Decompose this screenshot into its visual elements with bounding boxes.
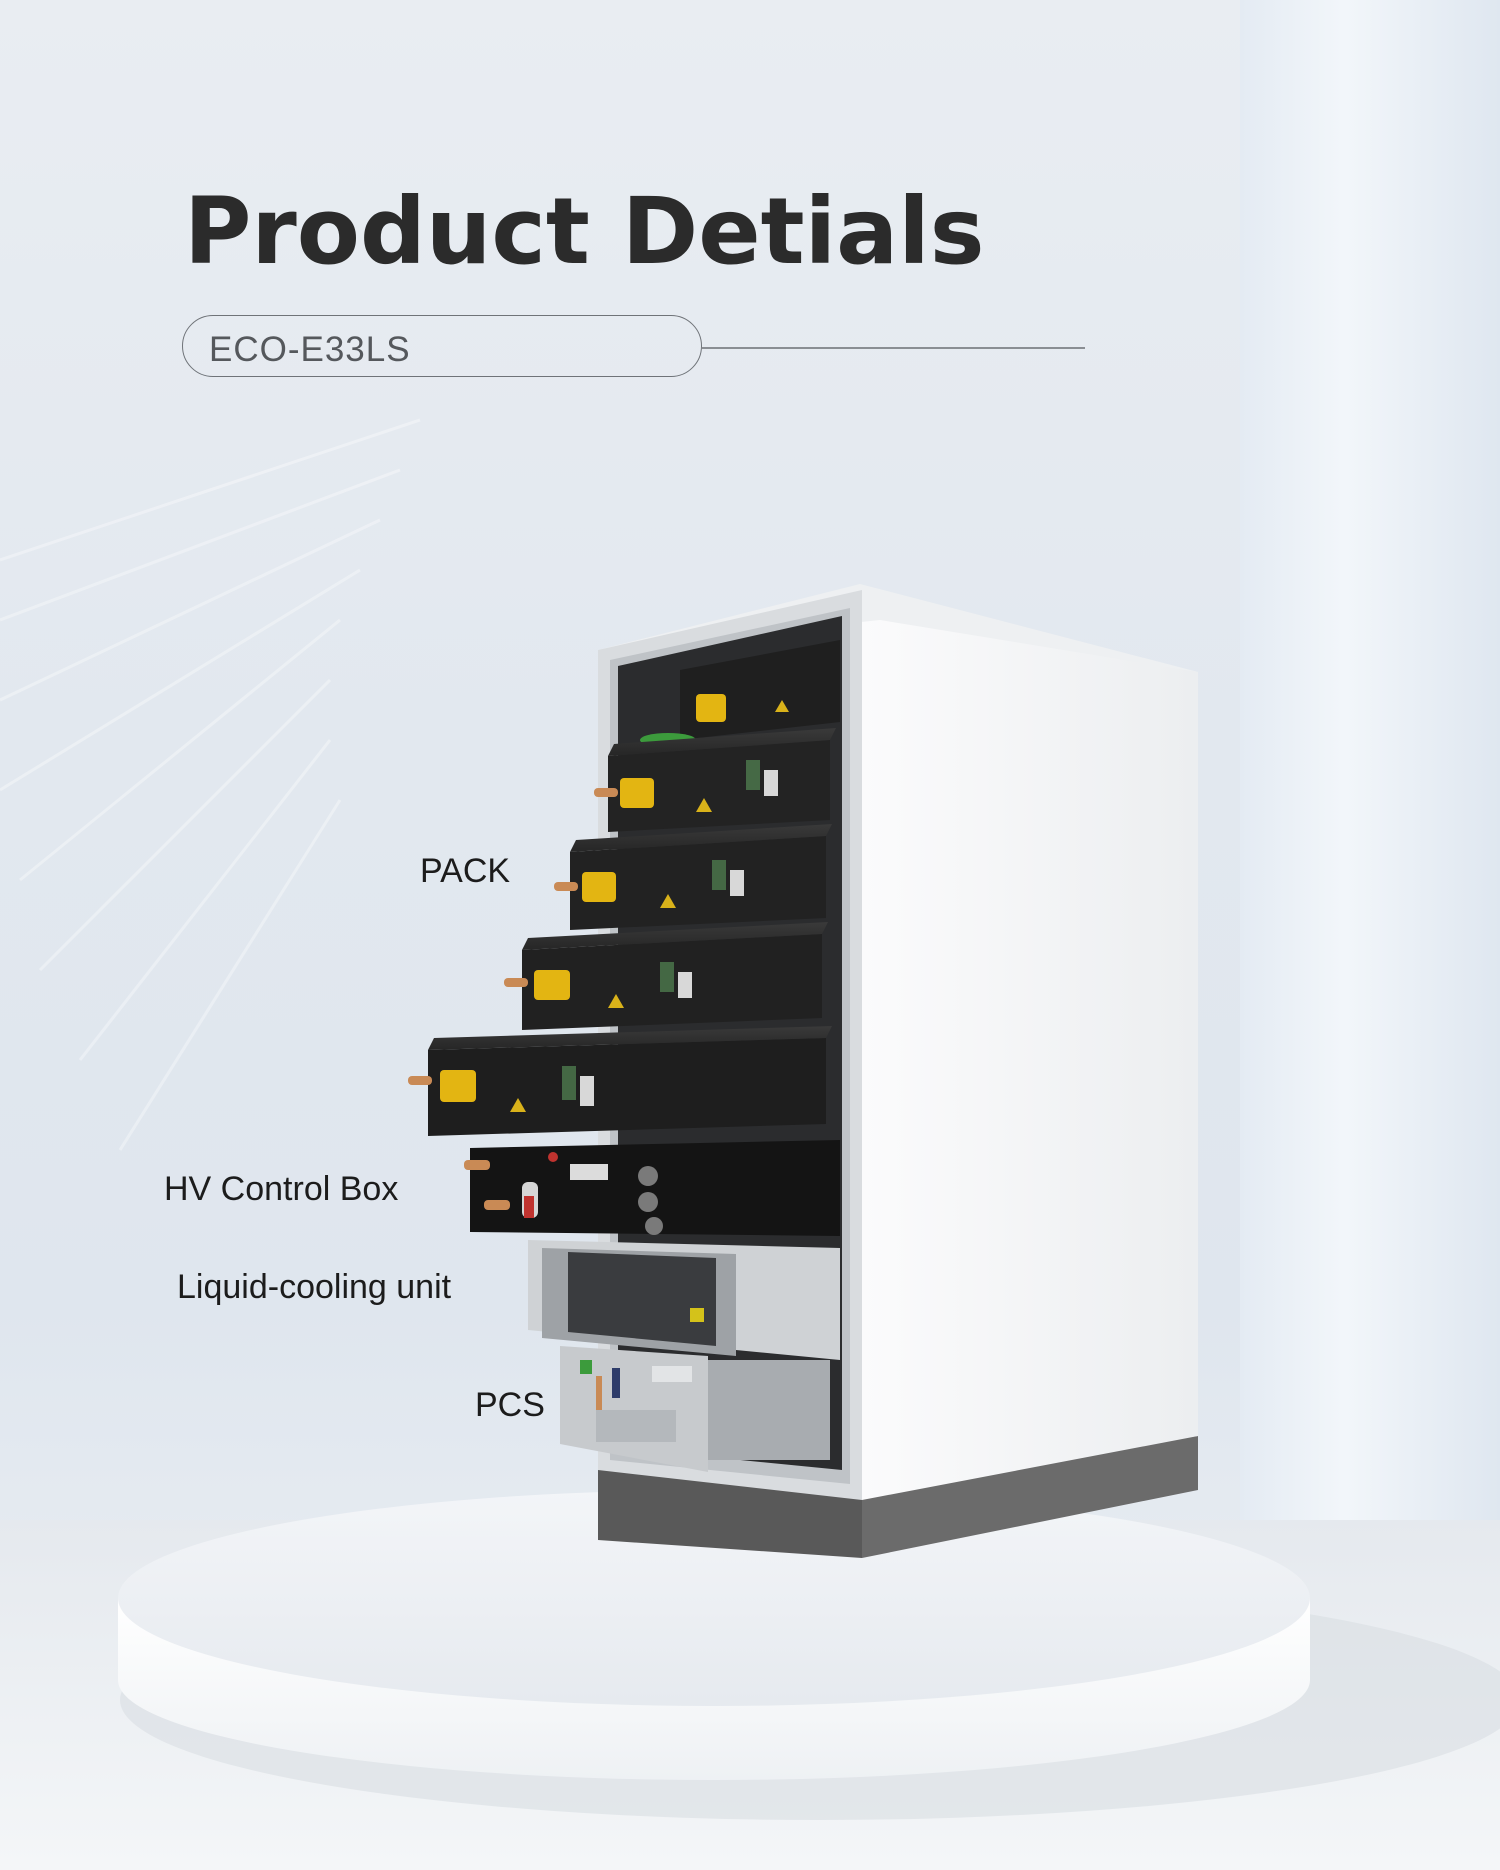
label-hv-control-box: HV Control Box [164, 1170, 399, 1208]
background-panel [1240, 0, 1500, 1540]
model-badge: ECO-E33LS [182, 315, 702, 377]
battery-packs [408, 640, 840, 1136]
model-divider-line [702, 347, 1085, 349]
pcs-unit [560, 1346, 708, 1472]
hv-control-box [464, 1140, 840, 1236]
label-pcs: PCS [475, 1386, 545, 1424]
pedestal [118, 1490, 1500, 1820]
page-title: Product Detials [184, 178, 985, 285]
liquid-cooling-unit [528, 1240, 840, 1360]
label-liquid-cooling-unit: Liquid-cooling unit [177, 1268, 452, 1306]
model-name: ECO-E33LS [209, 330, 411, 369]
light-rays [0, 418, 421, 1151]
label-pack: PACK [420, 852, 511, 890]
